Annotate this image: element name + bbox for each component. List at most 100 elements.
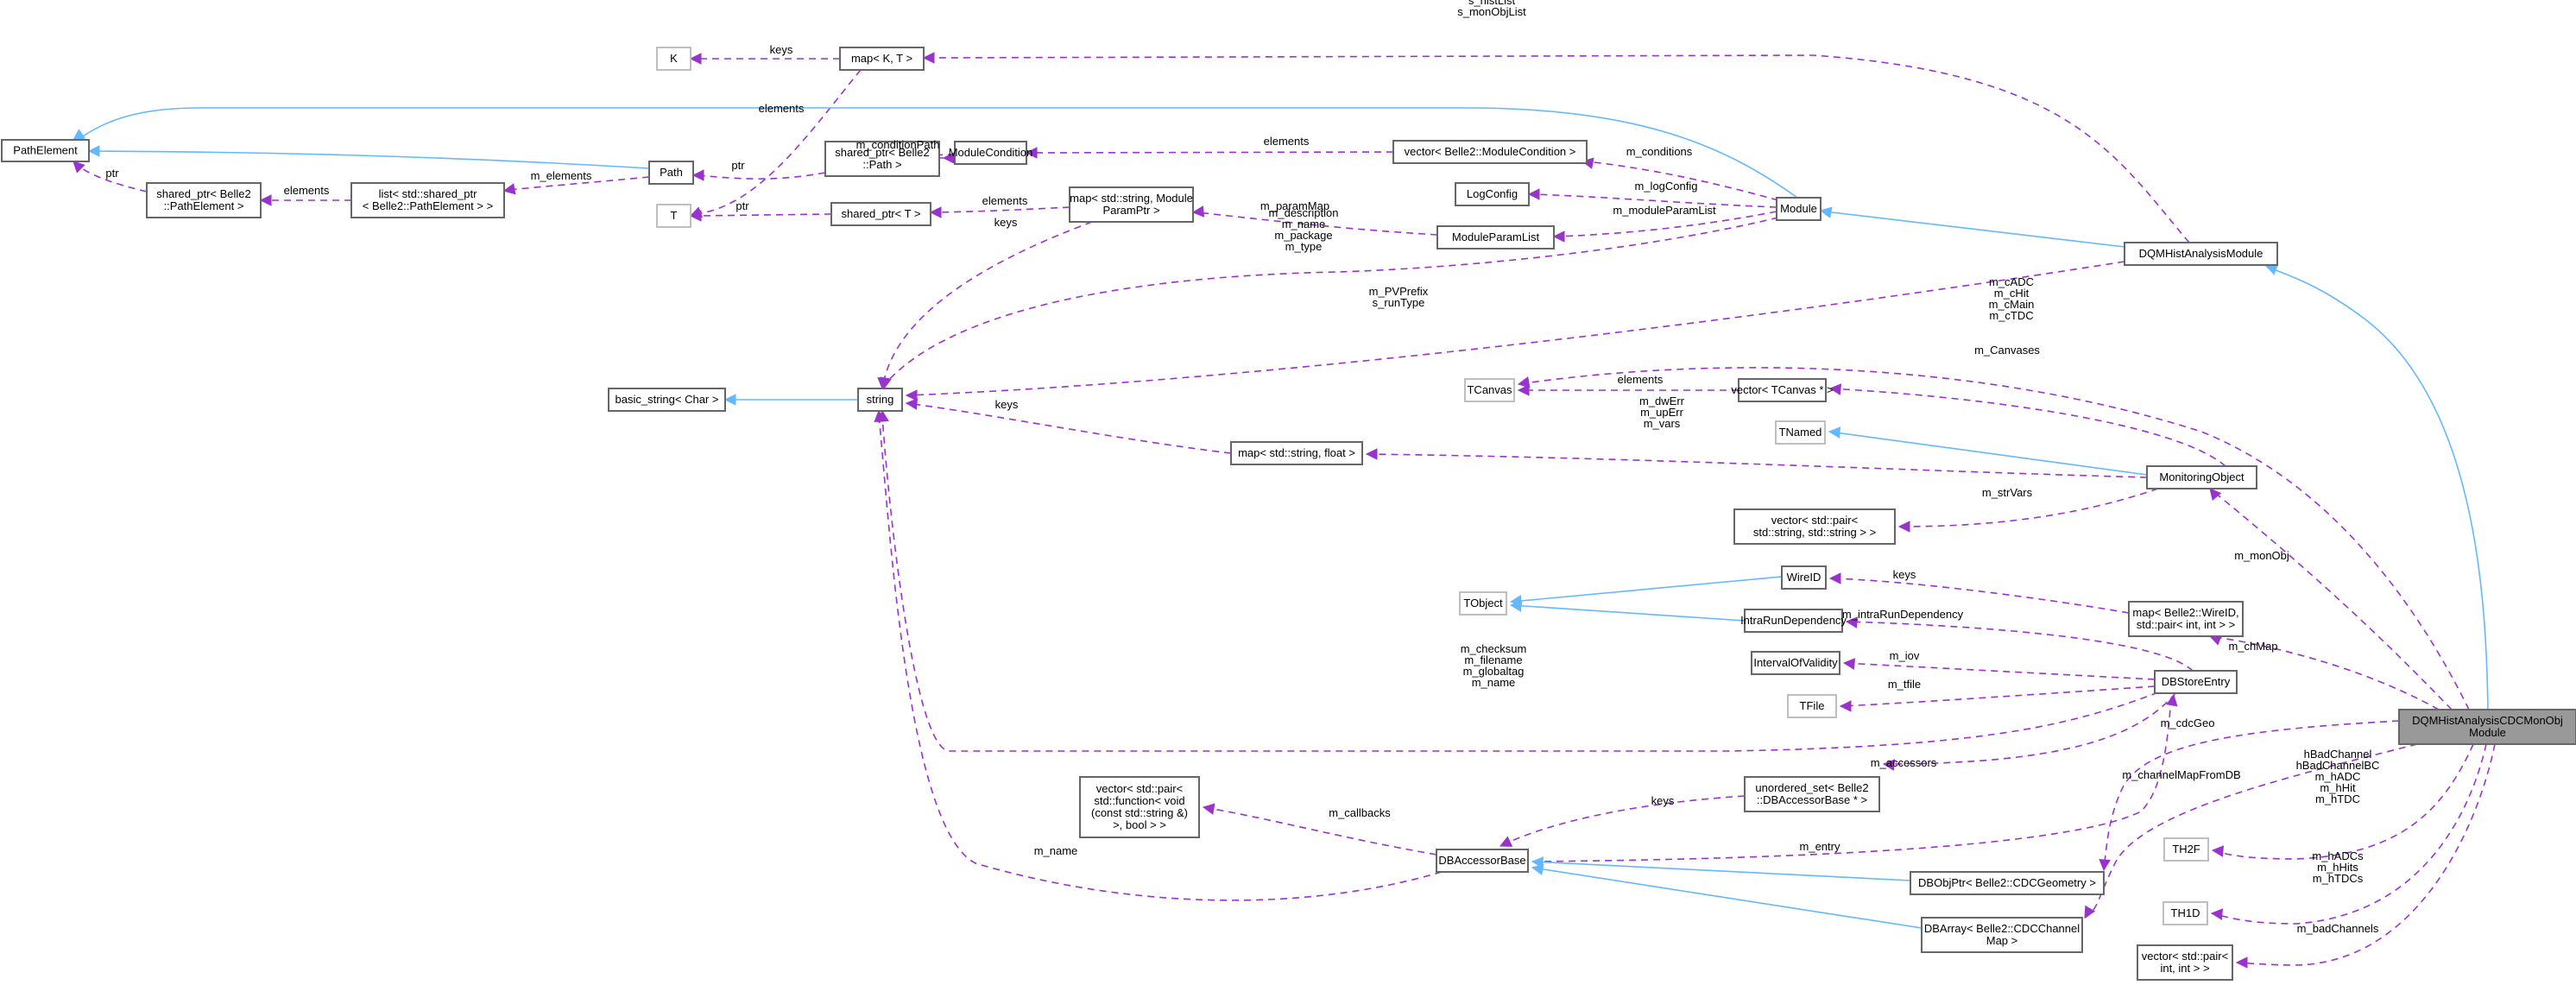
- class-node-K[interactable]: K: [656, 47, 691, 71]
- class-node-TH2F[interactable]: TH2F: [2163, 837, 2209, 862]
- class-node-DBObjPtr[interactable]: DBObjPtr< Belle2::CDCGeometry >: [1910, 871, 2105, 895]
- edge-label: m_tfile: [1888, 678, 1921, 691]
- edge-label-line: m_strVars: [1982, 486, 2033, 499]
- edge-label-line: m_entry: [1800, 840, 1840, 853]
- class-node-vector_pair_int[interactable]: vector< std::pair<int, int > >: [2137, 944, 2233, 981]
- usage-line: [694, 213, 832, 217]
- class-node-map_WireID[interactable]: map< Belle2::WireID,std::pair< int, int …: [2128, 601, 2244, 637]
- node-label: MonitoringObject: [2159, 470, 2245, 483]
- arrowhead-icon: [1897, 521, 1910, 533]
- node-label-line: LogConfig: [1467, 187, 1518, 200]
- class-node-PathElement[interactable]: PathElement: [1, 139, 90, 162]
- edge-mo_to_vps: [1897, 488, 2159, 533]
- class-node-shared_ptr_Path[interactable]: shared_ptr< Belle2::Path >: [824, 141, 940, 177]
- edge-label: ptr: [105, 167, 119, 180]
- node-box: [1921, 917, 2083, 953]
- class-node-TH1D[interactable]: TH1D: [2162, 901, 2208, 925]
- edge-label-line: m_name: [1282, 218, 1326, 230]
- edge-cdc_to_th2f: [2211, 743, 2474, 860]
- class-node-Path[interactable]: Path: [648, 161, 694, 185]
- node-label-line: vector< std::pair<: [1771, 514, 1858, 527]
- edge-label: m_channelMapFromDB: [2122, 768, 2240, 781]
- node-box: [656, 204, 691, 228]
- node-label-line: ::Path >: [862, 158, 901, 171]
- class-node-shared_ptr_PathElement[interactable]: shared_ptr< Belle2::PathElement >: [146, 182, 262, 218]
- class-node-TFile[interactable]: TFile: [1787, 694, 1837, 718]
- edge-cdc_to_dqm: [2264, 263, 2489, 710]
- class-node-TCanvas[interactable]: TCanvas: [1464, 378, 1515, 402]
- edge-label-line: elements: [982, 194, 1028, 207]
- arrowhead-icon: [1517, 384, 1530, 396]
- node-label: LogConfig: [1467, 187, 1518, 200]
- class-node-vector_ModuleCondition[interactable]: vector< Belle2::ModuleCondition >: [1392, 140, 1588, 164]
- class-node-Module[interactable]: Module: [1776, 197, 1822, 221]
- edge-label-line: m_paramMap: [1260, 199, 1329, 212]
- node-box: [824, 141, 940, 177]
- edge-list_to_spe: [259, 194, 351, 206]
- edge-label-line: keys: [1651, 794, 1675, 807]
- class-node-WireID[interactable]: WireID: [1781, 565, 1827, 590]
- edge-string_to_basic: [723, 394, 858, 406]
- class-node-shared_ptr_T[interactable]: shared_ptr< T >: [830, 202, 931, 226]
- node-label: TNamed: [1779, 426, 1822, 439]
- edge-label-line: m_hHit: [2320, 781, 2356, 794]
- node-label: WireID: [1787, 571, 1822, 584]
- class-node-ModuleCondition[interactable]: ModuleCondition: [949, 141, 1033, 165]
- node-label-line: TCanvas: [1467, 383, 1512, 396]
- class-node-T[interactable]: T: [656, 204, 691, 228]
- node-box: [1436, 849, 1529, 873]
- usage-line: [882, 221, 1093, 385]
- usage-line: [1203, 806, 1437, 856]
- class-node-DQMHistAnalysisModule[interactable]: DQMHistAnalysisModule: [2124, 242, 2278, 266]
- node-box: [1069, 186, 1194, 223]
- edge-label: keys: [770, 43, 793, 56]
- class-node-ModuleParamList[interactable]: ModuleParamList: [1436, 225, 1555, 249]
- class-node-DBAccessorBase[interactable]: DBAccessorBase: [1436, 849, 1529, 873]
- edge-us_to_dbab: [1499, 795, 1746, 847]
- edge-label-line: m_package: [1274, 229, 1332, 242]
- edge-label: elements: [1264, 135, 1310, 148]
- class-node-MonitoringObject[interactable]: MonitoringObject: [2146, 465, 2257, 489]
- inheritance-line: [2268, 267, 2489, 710]
- class-node-map_K_T[interactable]: map< K, T >: [839, 47, 925, 71]
- node-box: [2146, 465, 2257, 489]
- node-label-line: T: [671, 209, 678, 222]
- arrowhead-icon: [502, 183, 516, 195]
- usage-line: [927, 54, 2190, 243]
- node-box: [1787, 694, 1837, 718]
- edge-label-line: m_elements: [531, 169, 592, 182]
- node-label: ModuleCondition: [949, 146, 1033, 159]
- class-node-vector_callbacks[interactable]: vector< std::pair<std::function< void(co…: [1079, 776, 1200, 838]
- class-node-list_shared_ptr[interactable]: list< std::shared_ptr< Belle2::PathEleme…: [350, 182, 505, 218]
- node-label-line: DBAccessorBase: [1438, 854, 1525, 867]
- class-node-TObject[interactable]: TObject: [1459, 591, 1507, 616]
- class-node-IntervalOfValidity[interactable]: IntervalOfValidity: [1751, 651, 1840, 675]
- class-node-IntraRunDependency[interactable]: IntraRunDependency: [1740, 609, 1847, 633]
- edge-label-line: m_checksum: [1461, 642, 1527, 655]
- edge-label: m_conditions: [1626, 145, 1693, 158]
- usage-line: [2236, 743, 2496, 966]
- edge-label-line: m_vars: [1644, 417, 1681, 430]
- arrowhead-icon: [880, 376, 892, 390]
- class-node-string[interactable]: string: [857, 388, 903, 412]
- class-node-basic_string[interactable]: basic_string< Char >: [608, 388, 726, 412]
- arrowhead-icon: [1842, 658, 1856, 670]
- usage-line: [934, 206, 1070, 213]
- edge-label: m_moduleParamList: [1613, 204, 1716, 217]
- class-node-vector_TCanvas[interactable]: vector< TCanvas * >: [1731, 378, 1834, 402]
- class-node-LogConfig[interactable]: LogConfig: [1455, 182, 1530, 206]
- usage-line: [2212, 743, 2474, 860]
- class-node-TNamed[interactable]: TNamed: [1775, 420, 1826, 445]
- usage-line: [1196, 212, 1438, 236]
- class-node-map_string_float[interactable]: map< std::string, float >: [1230, 441, 1363, 465]
- edge-label-line: m_filename: [1464, 654, 1522, 666]
- node-box: [1910, 871, 2105, 895]
- class-node-vector_pair_string[interactable]: vector< std::pair<std::string, std::stri…: [1733, 508, 1896, 545]
- class-node-unordered_set[interactable]: unordered_set< Belle2::DBAccessorBase * …: [1744, 776, 1880, 812]
- node-label-line: DBArray< Belle2::CDCChannel: [1924, 922, 2080, 935]
- class-node-DBStoreEntry[interactable]: DBStoreEntry: [2154, 670, 2238, 694]
